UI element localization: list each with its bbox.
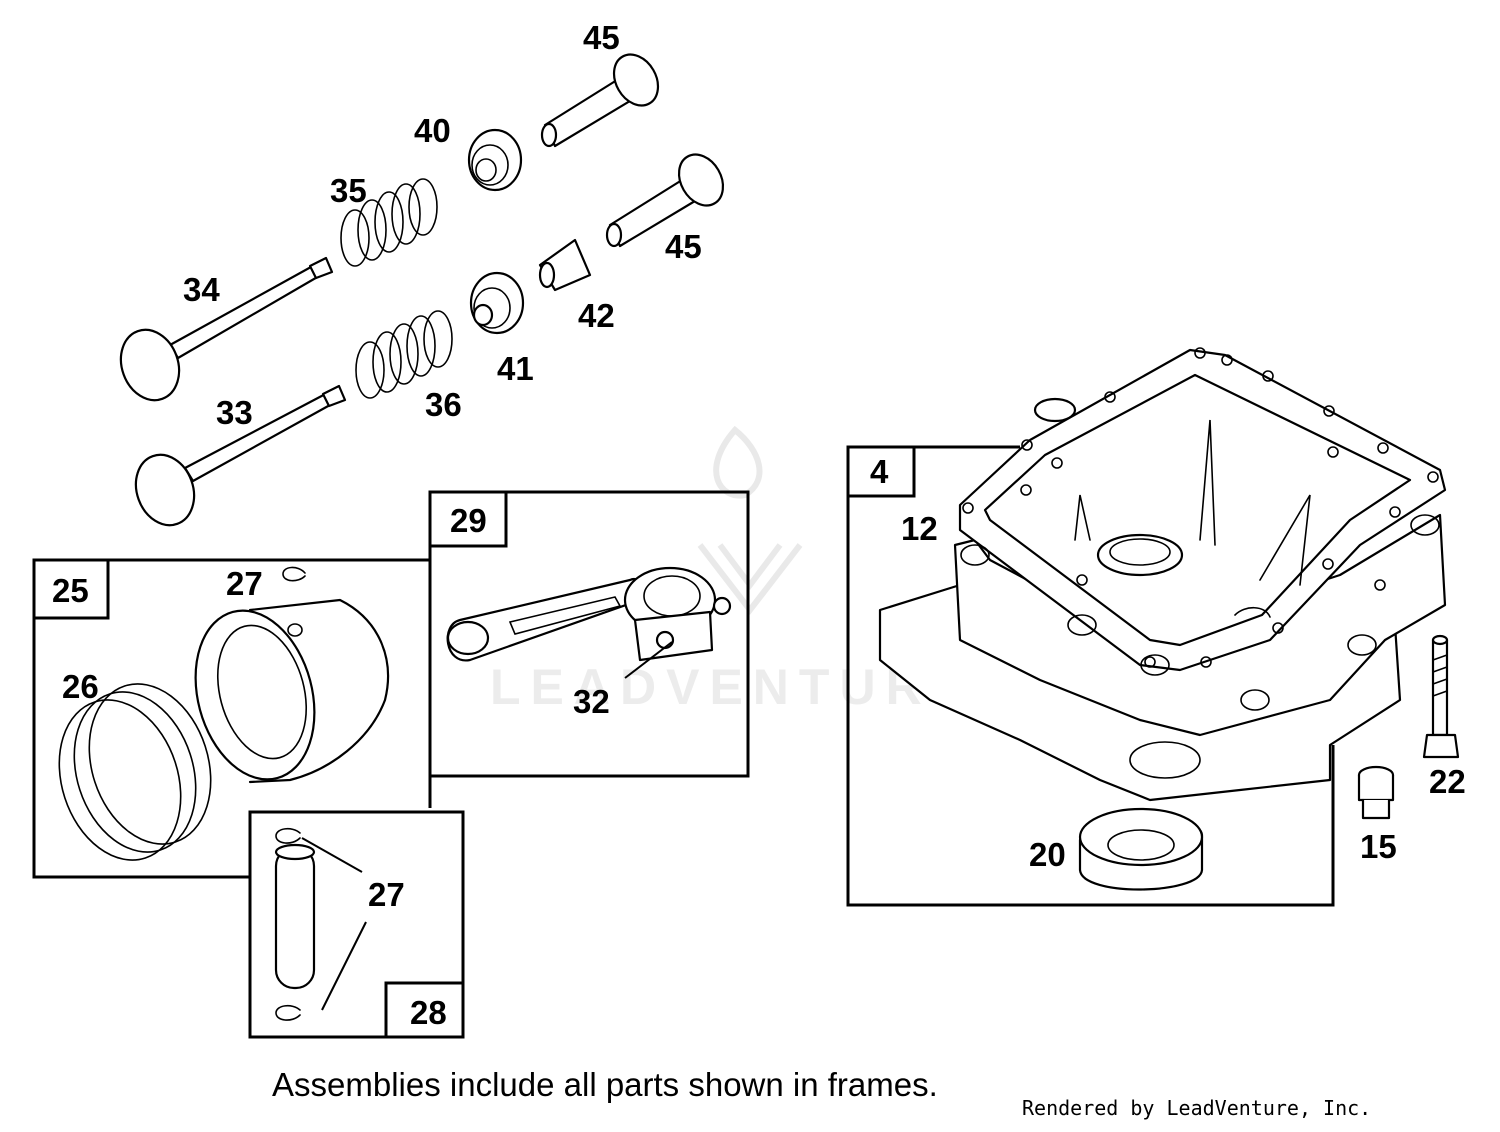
callout-40: 40: [414, 112, 451, 149]
piston: [194, 598, 390, 784]
valve-retainer-upper: [467, 128, 523, 192]
callout-42: 42: [578, 297, 615, 334]
frame-label-29: 29: [450, 502, 487, 539]
callouts: 45 40 35 45 34 42 41 33 36 27 26 32 27 1…: [62, 19, 1466, 913]
callout-27-piston: 27: [226, 565, 263, 602]
exhaust-valve: [119, 256, 334, 402]
frame-label-25: 25: [52, 572, 89, 609]
piston-pin-clip-2: [275, 1004, 301, 1021]
leader-27-upper: [301, 837, 363, 873]
tappet-lower: [605, 153, 725, 248]
callout-22: 22: [1429, 763, 1466, 800]
callout-34: 34: [183, 271, 220, 308]
watermark-text: LEADVENTURE: [490, 659, 975, 715]
callout-45-lower: 45: [665, 228, 702, 265]
valve-spring-lower: [355, 310, 453, 399]
tappet-upper: [540, 53, 660, 148]
piston-rings: [58, 683, 212, 861]
frame-connecting-rod: 29: [428, 490, 750, 778]
valve-collet: [538, 238, 592, 292]
callout-15: 15: [1360, 828, 1397, 865]
callout-45-upper: 45: [583, 19, 620, 56]
callout-26: 26: [62, 668, 99, 705]
valve-spring-upper: [340, 178, 438, 267]
frame-label-4: 4: [870, 453, 889, 490]
callout-35: 35: [330, 172, 367, 209]
render-credit: Rendered by LeadVenture, Inc.: [1022, 1096, 1372, 1120]
piston-pin: [274, 843, 316, 990]
assemblies-note: Assemblies include all parts shown in fr…: [272, 1066, 938, 1103]
leader-27-lower: [321, 921, 367, 1011]
leader-32: [624, 641, 673, 679]
frame-sump-assembly: 4: [846, 445, 1335, 907]
callout-41: 41: [497, 350, 534, 387]
callout-12: 12: [901, 510, 938, 547]
frame-piston-pin: 28: [248, 810, 465, 1039]
callout-27-pin: 27: [368, 876, 405, 913]
callout-20: 20: [1029, 836, 1066, 873]
piston-pin-clip-top: [282, 566, 306, 582]
connecting-rod: [446, 566, 732, 662]
oil-seal: [1078, 807, 1204, 891]
callout-33: 33: [216, 394, 253, 431]
sump-bolt: [1422, 634, 1460, 759]
callout-36: 36: [425, 386, 462, 423]
watermark-logo: LEADVENTURE: [490, 425, 975, 715]
valve-retainer-lower: [469, 271, 525, 335]
callout-32: 32: [573, 683, 610, 720]
engine-sump: [878, 347, 1447, 802]
piston-pin-clip-1: [275, 827, 301, 844]
frame-label-28: 28: [410, 994, 447, 1031]
frame-piston-assembly: 25: [32, 558, 432, 879]
drain-plug: [1357, 765, 1395, 820]
intake-valve: [134, 384, 347, 527]
